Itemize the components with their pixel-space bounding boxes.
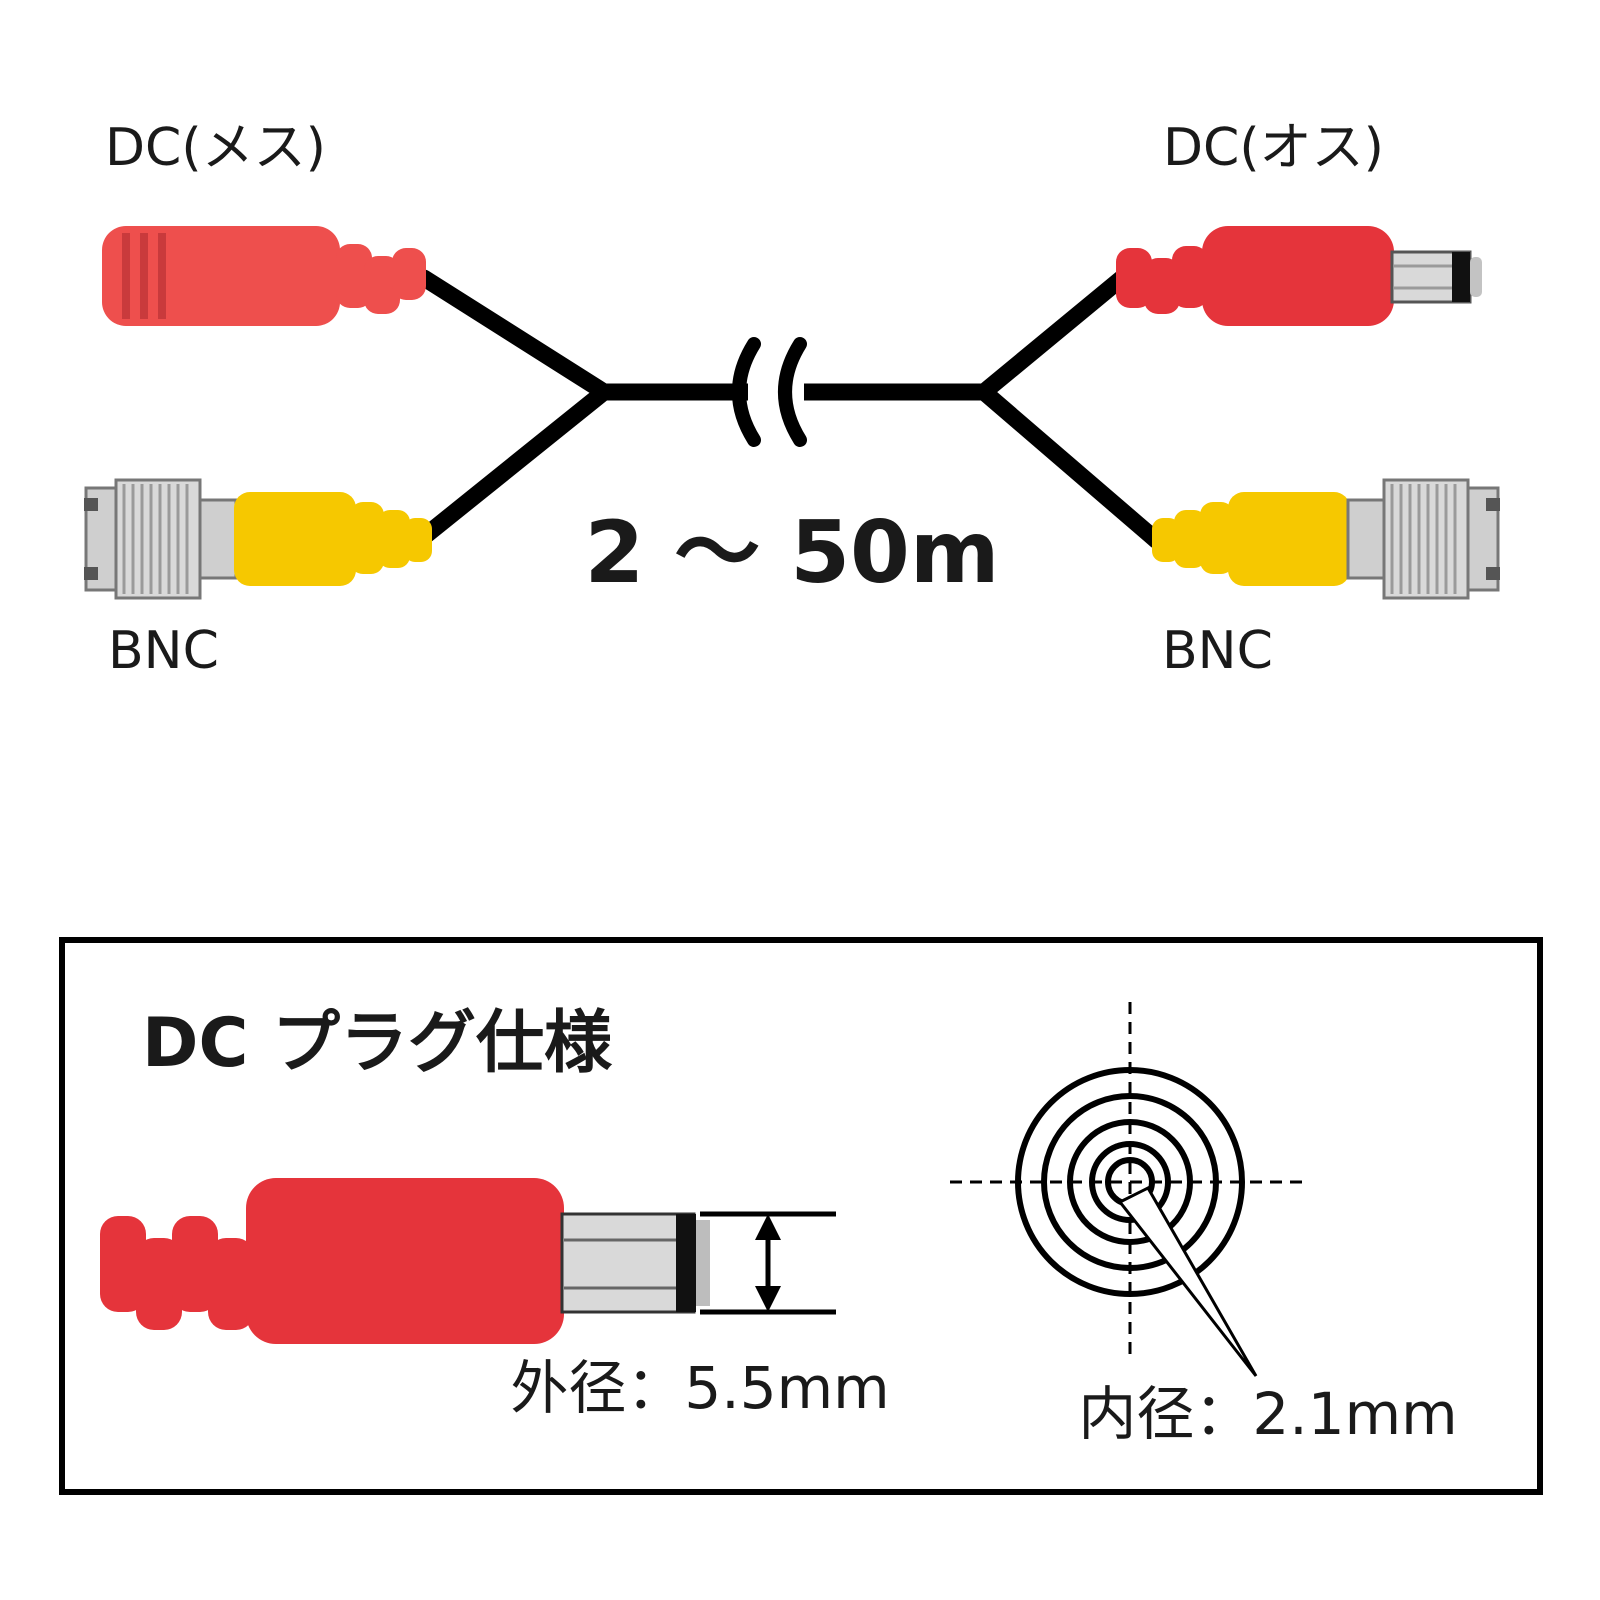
- bnc-right-label: BNC: [1162, 621, 1273, 681]
- strain-relief-fin: [1152, 518, 1180, 562]
- bnc-connector-left: [84, 478, 432, 600]
- crosshair-icon: [950, 1002, 1310, 1362]
- strain-relief-fin: [172, 1216, 218, 1312]
- bnc-boot: [1228, 492, 1350, 586]
- strain-relief-fin: [404, 518, 432, 562]
- strain-relief-fin: [100, 1216, 146, 1312]
- strain-relief-fin: [336, 244, 372, 308]
- bnc-connector-right: [1152, 478, 1500, 600]
- strain-relief-fin: [350, 502, 384, 574]
- bnc-bayonet-slot: [84, 498, 98, 511]
- strain-relief-fin: [364, 256, 400, 314]
- dc-female-body: [102, 226, 340, 326]
- dc-female-connector: [102, 226, 426, 326]
- strain-relief-fin: [1144, 258, 1180, 314]
- dc-male-body: [1202, 226, 1394, 326]
- strain-relief-fin: [1200, 502, 1234, 574]
- dc-male-label: DC(オス): [1163, 118, 1384, 178]
- strain-relief-fin: [1174, 510, 1206, 568]
- cable-left-upper: [415, 269, 613, 401]
- cable-left-lower: [411, 383, 613, 549]
- bnc-neck: [198, 498, 238, 580]
- outer-diameter-measure: [700, 1211, 836, 1315]
- strain-relief-fin: [136, 1238, 182, 1330]
- concentric-circles: [1015, 1067, 1245, 1297]
- dc-female-label: DC(メス): [105, 118, 326, 178]
- break-arc-left: [732, 337, 761, 447]
- strain-relief-fin: [208, 1238, 254, 1330]
- strain-relief-fin: [1116, 248, 1152, 308]
- cable-break-icon: [732, 337, 807, 447]
- spec-box: DC プラグ仕様 外径：5.5mm: [59, 937, 1543, 1495]
- leader-line: [1117, 1186, 1258, 1377]
- spec-box-title: DC プラグ仕様: [142, 1004, 613, 1083]
- bnc-left-label: BNC: [108, 621, 219, 681]
- cable-length-label: 2 〜 50m: [584, 503, 999, 603]
- dc-male-tip: [1470, 257, 1482, 297]
- dc-male-tip-ring: [1452, 252, 1470, 302]
- bnc-knurl-lines: [1390, 484, 1457, 594]
- dc-male-connector: [1116, 226, 1482, 326]
- bnc-neck: [1346, 498, 1386, 580]
- bnc-bayonet-slot: [1486, 567, 1500, 580]
- strain-relief-fin: [378, 510, 410, 568]
- bnc-knurl-lines: [122, 484, 189, 594]
- double-arrow-icon: [755, 1214, 781, 1312]
- bnc-boot: [234, 492, 356, 586]
- break-arc-right: [778, 337, 807, 447]
- dc-plug-front-view: [950, 1002, 1310, 1377]
- dc-plug-tip-ring: [676, 1214, 696, 1312]
- bnc-bayonet-slot: [84, 567, 98, 580]
- strain-relief-fin: [392, 248, 426, 300]
- dc-plug-tip: [696, 1220, 710, 1306]
- cable-right-upper: [975, 269, 1131, 401]
- outer-diameter-label: 外径：5.5mm: [510, 1354, 889, 1422]
- cable-right-lower: [975, 383, 1165, 549]
- dc-plug-barrel: [560, 1212, 696, 1314]
- bnc-bayonet-slot: [1486, 498, 1500, 511]
- inner-diameter-label: 内径：2.1mm: [1078, 1380, 1457, 1448]
- dc-plug-side-view: [100, 1178, 710, 1344]
- strain-relief-fin: [1172, 246, 1208, 308]
- dc-plug-body: [246, 1178, 564, 1344]
